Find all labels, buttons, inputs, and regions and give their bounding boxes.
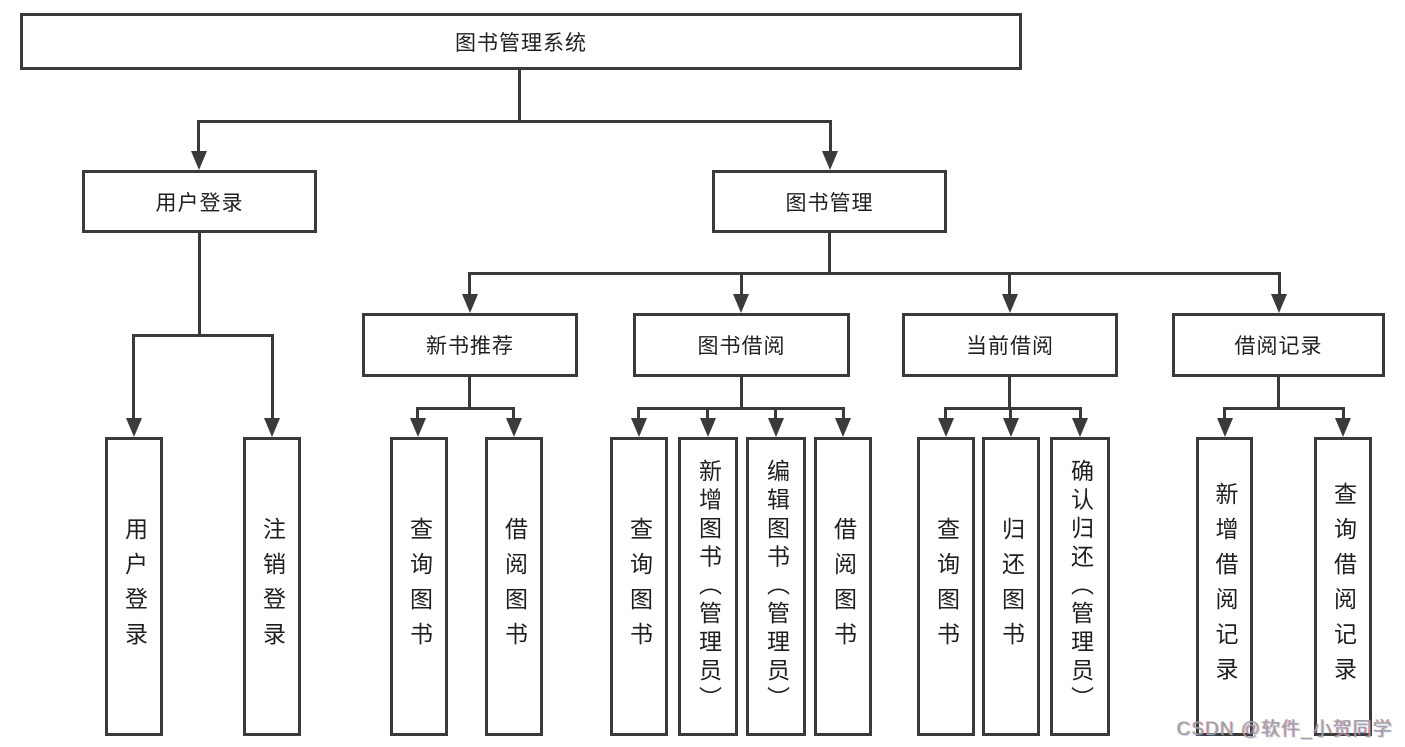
arrowhead-down <box>126 418 142 437</box>
node-root-label: 图书管理系统 <box>455 31 587 55</box>
node-book-management-label: 图书管理 <box>785 191 874 215</box>
arrowhead-down <box>1217 418 1233 437</box>
arrowhead-down <box>1002 294 1018 313</box>
leaf-add-borrow-record: 新增借阅记录 <box>1196 437 1253 736</box>
leaf-query-book-recommend: 查询图书 <box>390 437 448 736</box>
node-user-login-label: 用户登录 <box>155 191 244 215</box>
leaf-logout-label: 注销登录 <box>259 516 286 657</box>
arrowhead-down <box>733 294 749 313</box>
connector-line <box>774 407 777 421</box>
connector-line <box>706 407 709 421</box>
leaf-return-book: 归还图书 <box>982 437 1040 736</box>
arrowhead-down <box>631 418 647 437</box>
arrowhead-down <box>1003 418 1019 437</box>
connector-line <box>1223 407 1345 410</box>
arrowhead-down <box>410 418 426 437</box>
connector-line <box>197 120 200 154</box>
leaf-borrow-book-recommend: 借阅图书 <box>485 437 543 736</box>
leaf-query-book-current-label: 查询图书 <box>933 516 960 657</box>
leaf-add-book-admin-label: 新增图书（管理员） <box>695 458 722 715</box>
node-borrowing-records-label: 借阅记录 <box>1234 335 1323 358</box>
node-root: 图书管理系统 <box>20 13 1022 70</box>
arrowhead-down <box>1335 418 1351 437</box>
connector-line <box>518 70 521 123</box>
arrowhead-down <box>264 418 280 437</box>
leaf-borrow-book-borrow: 借阅图书 <box>814 437 872 736</box>
node-current-borrowing: 当前借阅 <box>902 313 1118 377</box>
arrowhead-down <box>1072 418 1088 437</box>
leaf-query-book-borrow-label: 查询图书 <box>626 516 653 657</box>
connector-line <box>197 120 832 123</box>
leaf-borrow-book-borrow-label: 借阅图书 <box>830 516 857 657</box>
arrowhead-down <box>1271 294 1287 313</box>
arrowhead-down <box>191 151 207 170</box>
leaf-add-book-admin: 新增图书（管理员） <box>678 437 738 736</box>
csdn-watermark: CSDN @软件_小贺同学 <box>1177 719 1393 740</box>
arrowhead-down <box>506 418 522 437</box>
arrowhead-down <box>822 151 838 170</box>
node-user-login: 用户登录 <box>82 170 317 233</box>
leaf-query-book-current: 查询图书 <box>917 437 975 736</box>
connector-line <box>1009 407 1012 421</box>
leaf-confirm-return-admin: 确认归还（管理员） <box>1050 437 1110 736</box>
connector-line <box>842 407 845 421</box>
arrowhead-down <box>835 418 851 437</box>
leaf-user-login-label: 用户登录 <box>121 516 148 657</box>
leaf-edit-book-admin-label: 编辑图书（管理员） <box>763 458 790 715</box>
connector-line <box>637 407 640 421</box>
connector-line <box>637 407 845 410</box>
connector-line <box>740 272 743 298</box>
arrowhead-down <box>938 418 954 437</box>
leaf-query-borrow-record-label: 查询借阅记录 <box>1330 481 1357 692</box>
connector-line <box>132 334 274 337</box>
arrowhead-down <box>700 418 716 437</box>
connector-line <box>1079 407 1082 421</box>
leaf-edit-book-admin: 编辑图书（管理员） <box>746 437 806 736</box>
connector-line <box>416 407 419 421</box>
connector-line <box>944 407 947 421</box>
leaf-add-borrow-record-label: 新增借阅记录 <box>1212 481 1238 692</box>
leaf-borrow-book-recommend-label: 借阅图书 <box>501 516 528 657</box>
node-new-book-recommendation: 新书推荐 <box>362 313 578 377</box>
node-book-management: 图书管理 <box>712 170 947 233</box>
leaf-query-book-recommend-label: 查询图书 <box>406 516 433 657</box>
connector-line <box>1008 272 1011 298</box>
leaf-logout: 注销登录 <box>243 437 301 736</box>
leaf-query-borrow-record: 查询借阅记录 <box>1314 437 1372 736</box>
connector-line <box>416 407 515 410</box>
connector-line <box>1342 407 1345 421</box>
leaf-return-book-label: 归还图书 <box>998 516 1025 657</box>
connector-line <box>1277 377 1280 410</box>
connector-line <box>1223 407 1226 421</box>
connector-line <box>1278 272 1281 298</box>
node-borrowing-records: 借阅记录 <box>1172 313 1385 377</box>
connector-line <box>468 272 471 298</box>
connector-line <box>132 334 135 421</box>
connector-line <box>271 334 274 421</box>
node-book-borrowing: 图书借阅 <box>633 313 850 377</box>
connector-line <box>512 407 515 421</box>
connector-line <box>944 407 1082 410</box>
node-book-borrowing-label: 图书借阅 <box>697 335 786 358</box>
connector-line <box>828 233 831 275</box>
connector-line <box>829 120 832 154</box>
connector-line <box>468 377 471 410</box>
connector-line <box>1008 377 1011 410</box>
connector-line <box>198 233 201 337</box>
leaf-query-book-borrow: 查询图书 <box>610 437 668 736</box>
connector-line <box>468 272 1281 275</box>
node-new-book-recommendation-label: 新书推荐 <box>426 335 514 358</box>
arrowhead-down <box>768 418 784 437</box>
arrowhead-down <box>462 294 478 313</box>
leaf-user-login: 用户登录 <box>105 437 163 736</box>
node-current-borrowing-label: 当前借阅 <box>966 335 1054 358</box>
leaf-confirm-return-admin-label: 确认归还（管理员） <box>1067 458 1094 715</box>
connector-line <box>740 377 743 410</box>
